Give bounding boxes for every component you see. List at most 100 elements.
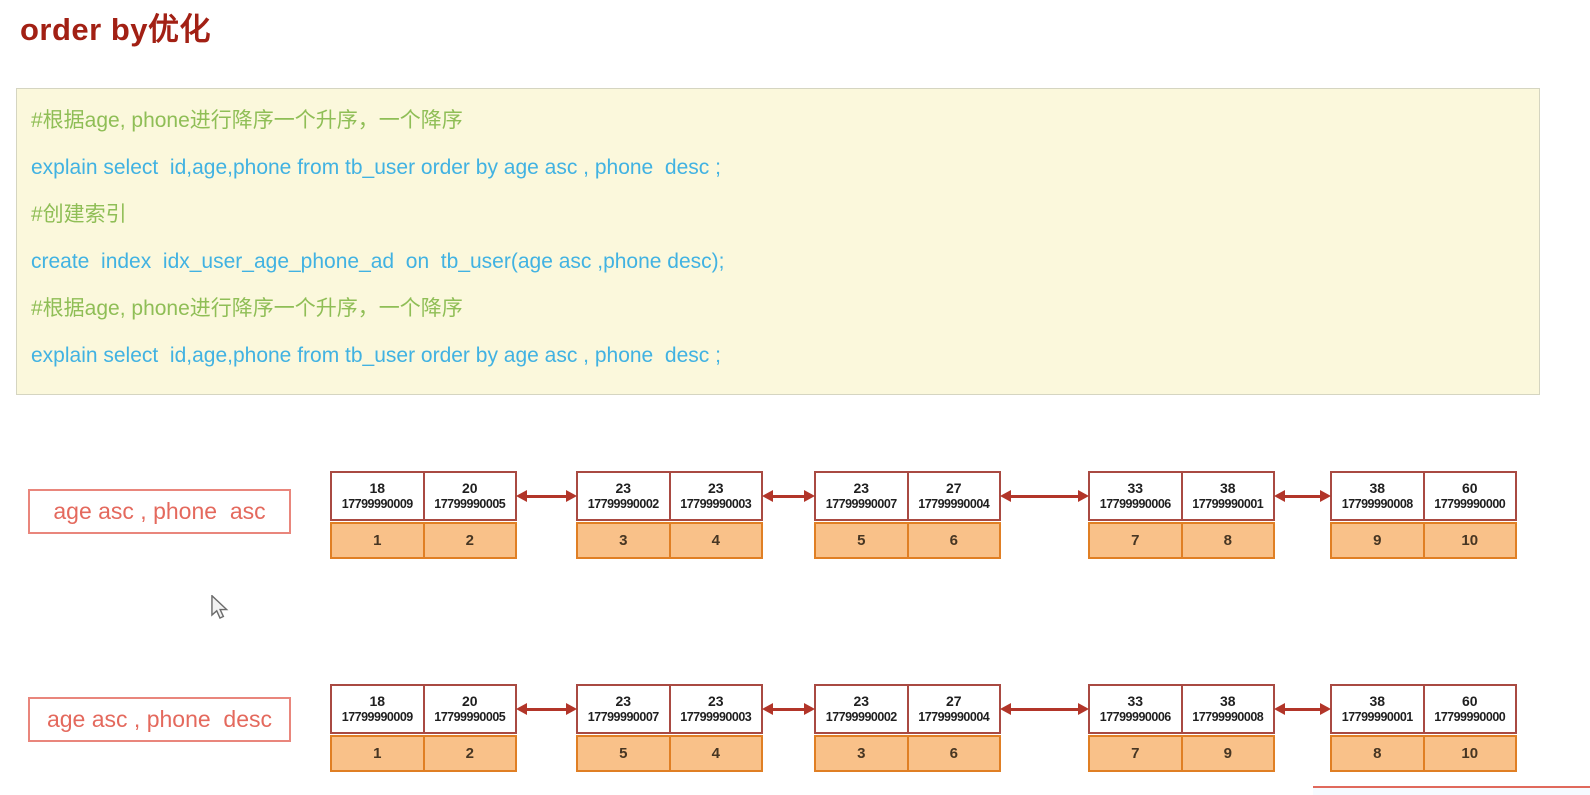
mouse-cursor-icon <box>211 595 229 619</box>
phone-value: 17799990004 <box>918 496 990 511</box>
phone-value: 17799990003 <box>680 496 752 511</box>
code-line-sql: explain select id,age,phone from tb_user… <box>31 156 721 179</box>
age-value: 60 <box>1461 480 1478 497</box>
code-line-comment: #根据age, phone进行降序一个升序，一个降序 <box>31 297 463 320</box>
double-arrow-icon <box>516 490 577 502</box>
id-value: 7 <box>1131 745 1140 762</box>
age-value: 33 <box>1127 693 1144 710</box>
row-label: age asc , phone desc <box>28 697 291 742</box>
id-value: 8 <box>1180 524 1274 557</box>
age-value: 18 <box>369 693 386 710</box>
age-value: 27 <box>945 693 962 710</box>
id-value: 4 <box>668 737 762 770</box>
age-value: 23 <box>615 693 632 710</box>
id-value: 2 <box>422 524 516 557</box>
id-value: 6 <box>906 524 1000 557</box>
double-arrow-icon <box>516 703 577 715</box>
phone-value: 17799990005 <box>434 496 506 511</box>
phone-value: 17799990003 <box>680 709 752 724</box>
age-value: 23 <box>853 693 870 710</box>
phone-value: 17799990009 <box>341 709 413 724</box>
code-line-sql: explain select id,age,phone from tb_user… <box>31 344 721 367</box>
age-value: 38 <box>1369 480 1386 497</box>
id-value: 10 <box>1422 524 1516 557</box>
phone-value: 17799990000 <box>1434 496 1506 511</box>
id-value: 7 <box>1131 532 1140 549</box>
phone-value: 17799990007 <box>587 709 659 724</box>
age-value: 23 <box>615 480 632 497</box>
id-value: 1 <box>373 745 382 762</box>
age-value: 23 <box>853 480 870 497</box>
phone-value: 17799990006 <box>1099 709 1171 724</box>
age-value: 20 <box>461 693 478 710</box>
phone-value: 17799990000 <box>1434 709 1506 724</box>
id-value: 5 <box>619 745 628 762</box>
id-value: 9 <box>1373 532 1382 549</box>
phone-value: 17799990004 <box>918 709 990 724</box>
id-value: 3 <box>857 745 866 762</box>
phone-value: 17799990002 <box>587 496 659 511</box>
row-label: age asc , phone asc <box>28 489 291 534</box>
age-value: 23 <box>707 693 724 710</box>
double-arrow-icon <box>1274 490 1331 502</box>
double-arrow-icon <box>1000 490 1089 502</box>
id-value: 2 <box>422 737 516 770</box>
id-value: 3 <box>619 532 628 549</box>
code-line-comment: #创建索引 <box>31 203 127 226</box>
id-value: 1 <box>373 532 382 549</box>
id-value: 4 <box>668 524 762 557</box>
phone-value: 17799990008 <box>1192 709 1264 724</box>
age-value: 18 <box>369 480 386 497</box>
age-value: 60 <box>1461 693 1478 710</box>
double-arrow-icon <box>762 703 815 715</box>
phone-value: 17799990006 <box>1099 496 1171 511</box>
id-value: 8 <box>1373 745 1382 762</box>
id-value: 5 <box>857 532 866 549</box>
sql-code-block: #根据age, phone进行降序一个升序，一个降序 explain selec… <box>16 88 1540 395</box>
id-value: 10 <box>1422 737 1516 770</box>
phone-value: 17799990002 <box>825 709 897 724</box>
age-value: 27 <box>945 480 962 497</box>
age-value: 33 <box>1127 480 1144 497</box>
phone-value: 17799990001 <box>1192 496 1264 511</box>
double-arrow-icon <box>1000 703 1089 715</box>
id-value: 6 <box>906 737 1000 770</box>
phone-value: 17799990008 <box>1341 496 1413 511</box>
double-arrow-icon <box>762 490 815 502</box>
age-value: 38 <box>1219 480 1236 497</box>
id-value: 9 <box>1180 737 1274 770</box>
age-value: 20 <box>461 480 478 497</box>
age-value: 23 <box>707 480 724 497</box>
partial-box-bottom-edge <box>1313 786 1590 795</box>
phone-value: 17799990007 <box>825 496 897 511</box>
phone-value: 17799990005 <box>434 709 506 724</box>
phone-value: 17799990001 <box>1341 709 1413 724</box>
